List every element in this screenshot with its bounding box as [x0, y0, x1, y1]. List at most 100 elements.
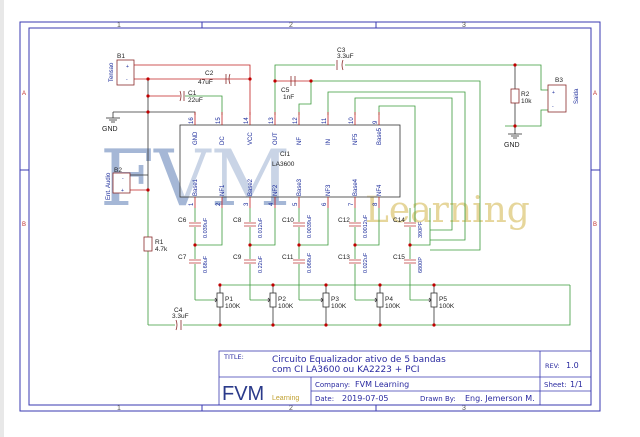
column-label-1-top: 1	[117, 22, 121, 29]
c1-value: 22uF	[188, 97, 203, 104]
svg-text:-: -	[122, 176, 124, 182]
ic-pin-number: 7	[349, 202, 355, 206]
potentiometer-value: 100K	[439, 303, 455, 310]
drawn-by-value: Eng. Jemerson M.	[465, 394, 535, 403]
capacitor-ref: C9	[233, 254, 242, 261]
svg-text:+: +	[121, 188, 124, 194]
ic-pin-name: NF3	[326, 184, 332, 196]
band-wire	[299, 208, 329, 246]
junction-dot	[193, 243, 197, 247]
column-label-2-top: 2	[289, 22, 293, 29]
logo-learning: Learning	[272, 395, 299, 402]
svg-text:+: +	[552, 90, 555, 96]
logo-fvm: FVM	[222, 383, 264, 405]
title-label: TITLE:	[223, 353, 244, 361]
power-wires	[130, 64, 311, 191]
capacitor-value: 0.0039uF	[307, 214, 313, 238]
capacitor-value: 0.068uF	[307, 252, 313, 273]
c3-value: 3.3uF	[337, 53, 354, 60]
ic-pin-number: 3	[244, 202, 250, 206]
capacitor-ref: C11	[282, 254, 294, 261]
capacitor-ref: C14	[393, 217, 405, 224]
svg-text:-: -	[126, 77, 128, 83]
column-label-2-bottom: 2	[289, 405, 293, 412]
junction-dot	[324, 283, 328, 287]
capacitor-ref: C7	[178, 254, 187, 261]
ic-pin-name: NF2	[273, 184, 279, 196]
b1-ref: B1	[117, 53, 125, 60]
c5-ref: C5	[281, 87, 290, 94]
column-label-3-bottom: 3	[462, 405, 466, 412]
junction-dot	[218, 283, 222, 287]
page-edge	[0, 0, 4, 437]
potentiometer-value: 100K	[225, 303, 241, 310]
c1-ref: C1	[188, 90, 197, 97]
ic-pin-name: GND	[193, 131, 199, 145]
capacitor-c12	[349, 222, 361, 227]
ic-pin-number: 2	[216, 202, 222, 206]
capacitor-c11	[293, 259, 305, 264]
band-wire	[355, 208, 380, 246]
date-label: Date:	[315, 395, 334, 403]
junction-dot	[146, 94, 150, 98]
ic-pin-number: 16	[189, 117, 195, 124]
row-label-b-right: B	[593, 222, 597, 228]
resistor-r1	[143, 236, 153, 252]
connector-b3: + -	[547, 84, 567, 113]
junction-dot	[513, 124, 517, 128]
ic-pin-number: 10	[349, 117, 355, 124]
capacitor-ref: C13	[338, 254, 350, 261]
gnd-symbol-left	[106, 117, 120, 123]
c3-ref: C3	[337, 47, 346, 54]
b3-ref: B3	[555, 77, 563, 84]
potentiometer-p5	[428, 285, 438, 325]
capacitor-c4	[175, 319, 182, 331]
capacitor-value: 0.22uF	[258, 255, 264, 273]
junction-dot	[378, 283, 382, 287]
c2-value: 47uF	[198, 79, 213, 86]
r1-value: 4.7k	[155, 246, 168, 253]
ic-pin-name: Base4	[353, 178, 359, 196]
potentiometer-ref: P3	[331, 296, 339, 303]
potentiometer-ref: P2	[278, 296, 286, 303]
junction-dot	[248, 77, 252, 81]
junction-dot	[271, 283, 275, 287]
rev-label: REV:	[545, 362, 560, 370]
ic-pin-name: NF	[297, 137, 303, 145]
ic-pin-number: 13	[269, 117, 275, 124]
ic-pin-number: 5	[293, 202, 299, 206]
ic-pin-name: OUT	[273, 132, 279, 145]
potentiometer-ref: P1	[225, 296, 233, 303]
c4-ref: C4	[174, 307, 183, 314]
potentiometer-value: 100K	[385, 303, 401, 310]
junctions	[146, 63, 517, 327]
svg-text:-: -	[552, 104, 554, 110]
capacitor-ref: C8	[233, 217, 242, 224]
company-label: Company:	[315, 381, 350, 389]
gnd-symbol-right	[508, 133, 522, 139]
ic-pin-name: Base5	[377, 127, 383, 145]
junction-dot	[146, 188, 150, 192]
junction-dot	[297, 243, 301, 247]
capacitor-ref: C15	[393, 254, 405, 261]
potentiometer-value: 100K	[331, 303, 347, 310]
capacitor-value: 6800P	[418, 257, 424, 273]
ic-pin-name: Base3	[297, 178, 303, 196]
title-line-1: Circuito Equalizador ativo de 5 bandas	[272, 355, 446, 365]
potentiometer-p2	[267, 285, 277, 325]
capacitor-c8	[244, 222, 256, 227]
ic-pin-number: 1	[189, 202, 195, 206]
ic-body	[179, 124, 401, 198]
sheet-value: 1/1	[570, 380, 583, 389]
ic-pin-name: DC	[220, 136, 226, 145]
potentiometer-value: 100K	[278, 303, 294, 310]
ic-pin-name: Base2	[248, 178, 254, 196]
signal-wires	[147, 64, 571, 326]
